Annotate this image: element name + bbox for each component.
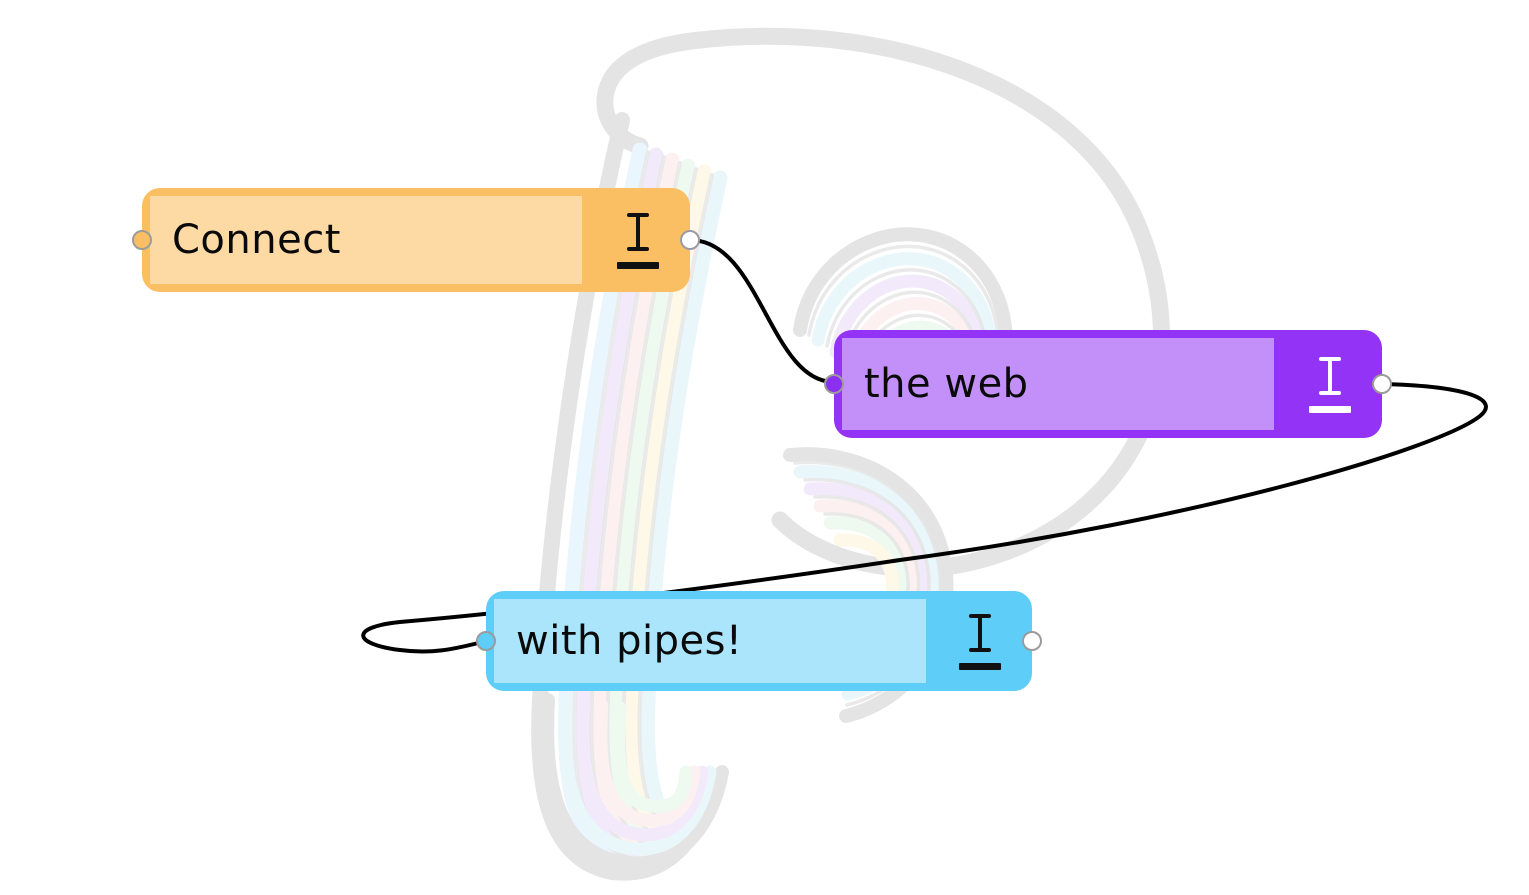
node-the-web-output-port[interactable] bbox=[1372, 374, 1392, 394]
node-with-pipes-output-port[interactable] bbox=[1022, 631, 1042, 651]
node-with-pipes-input-port[interactable] bbox=[476, 631, 496, 651]
node-connect-label: Connect bbox=[172, 217, 341, 263]
node-with-pipes-label: with pipes! bbox=[516, 618, 743, 664]
node-the-web[interactable]: the web bbox=[824, 330, 1392, 438]
node-the-web-label: the web bbox=[864, 361, 1029, 407]
node-connect-output-port[interactable] bbox=[680, 230, 700, 250]
edge-connect-to-the-web[interactable] bbox=[688, 238, 836, 384]
node-connect-input-port[interactable] bbox=[132, 230, 152, 250]
node-connect[interactable]: Connect bbox=[132, 188, 700, 292]
text-cursor-icon[interactable] bbox=[928, 591, 1032, 691]
text-cursor-icon[interactable] bbox=[586, 188, 690, 292]
node-with-pipes[interactable]: with pipes! bbox=[476, 591, 1042, 691]
text-cursor-icon[interactable] bbox=[1278, 330, 1382, 438]
node-the-web-input-port[interactable] bbox=[824, 374, 844, 394]
